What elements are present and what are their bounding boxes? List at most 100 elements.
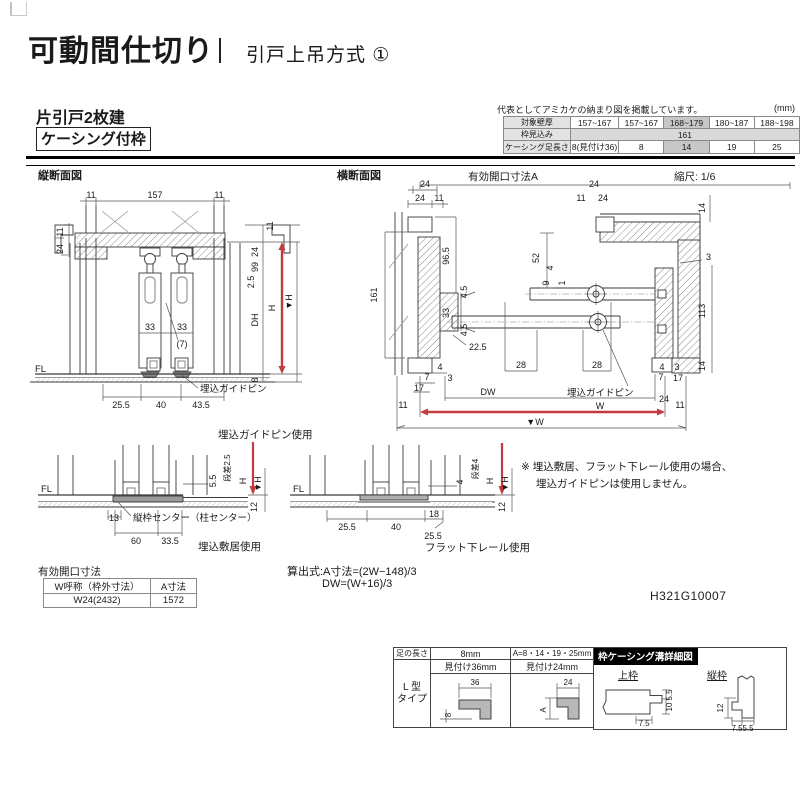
svg-text:33: 33 [177, 322, 187, 332]
svg-text:33: 33 [441, 308, 451, 318]
recessed-sill [112, 495, 184, 503]
svg-text:11: 11 [576, 193, 585, 203]
page-title: 可動間仕切り [28, 35, 214, 68]
svg-text:24: 24 [659, 394, 669, 404]
svg-text:24: 24 [415, 193, 425, 203]
svg-text:A: A [539, 707, 548, 713]
document-code: H321G10007 [650, 589, 727, 603]
svg-text:▼W: ▼W [526, 417, 544, 427]
l-profile-36-drawing: 36 8 [439, 678, 491, 723]
floor1-red-arrow [249, 442, 257, 495]
svg-text:3: 3 [706, 252, 711, 262]
cell: 180~187 [708, 116, 755, 129]
svg-text:12: 12 [497, 502, 507, 512]
svg-text:33.5: 33.5 [161, 536, 179, 546]
svg-text:28: 28 [592, 360, 602, 370]
cell: 8(見付け36) [569, 140, 620, 154]
cell: 157~167 [618, 116, 665, 129]
svg-text:10: 10 [665, 702, 674, 711]
cell: 19 [708, 140, 755, 154]
vertical-frame-label: 縦枠 [707, 671, 727, 682]
svg-text:14: 14 [697, 361, 707, 371]
hanger-rollers [139, 247, 193, 274]
note-line1: ※ 埋込敷居、フラット下レール使用の場合、 [521, 461, 733, 473]
table-row: 枠見込み 161 [503, 128, 800, 141]
cell-merged: 161 [569, 128, 800, 141]
page-subtitle: 引戸上吊方式 ① [246, 45, 391, 66]
col-header: A寸法 [150, 578, 197, 594]
cell: 25 [753, 140, 800, 154]
vsec-structure [30, 205, 291, 383]
floor2-texts: 4 段差4 H ▼H 12 FL 25.5 40 18 25.5 [293, 458, 510, 541]
svg-text:(7): (7) [177, 339, 188, 349]
svg-text:13: 13 [109, 513, 119, 523]
sub-header: 見付け36mm [430, 659, 511, 674]
svg-text:7: 7 [424, 372, 429, 382]
casing-leg-table: 足の長さ 8mm A=8・14・19・25mm L 型タイプ 見付け36mm 見… [393, 647, 594, 728]
scale-label: 縮尺: 1/6 [674, 171, 716, 183]
svg-text:24: 24 [563, 678, 572, 687]
horizontal-section-drawing: 161 24 24 11 96.5 4.5 33 4.5 22.5 52 4 9… [369, 179, 791, 431]
svg-text:4: 4 [545, 265, 555, 270]
floor1-dimensions [107, 468, 268, 536]
cell: 1572 [150, 593, 197, 608]
svg-text:FL: FL [293, 484, 304, 495]
svg-text:4: 4 [437, 362, 442, 372]
table-row: 足の長さ 8mm A=8・14・19・25mm [393, 647, 594, 660]
row-label: 枠見込み [503, 128, 571, 141]
svg-text:DH: DH [250, 314, 260, 327]
col-header: A=8・14・19・25mm [510, 647, 594, 660]
left-jamb [417, 236, 441, 359]
floor1-structure [38, 445, 248, 508]
wall-thickness-table: 対象壁厚 157~167 157~167 168~179 180~187 188… [503, 116, 800, 154]
svg-text:4: 4 [659, 362, 664, 372]
col-header: 8mm [430, 647, 511, 660]
row-label: L 型タイプ [393, 659, 431, 728]
profile-cell-36: 36 8 [430, 673, 511, 728]
svg-text:12: 12 [249, 502, 259, 512]
flat-rail-drawing: 4 段差4 H ▼H 12 FL 25.5 40 18 25.5 [290, 443, 515, 541]
title-divider [219, 38, 221, 63]
formula-line1: 算出式:A寸法=(2W−148)/3 [287, 566, 417, 578]
recessed-sill-caption: 埋込敷居使用 [198, 541, 261, 553]
svg-text:▼H: ▼H [253, 476, 263, 491]
table-row: 36 8 24 A [394, 673, 594, 728]
top-casing [407, 216, 433, 233]
svg-text:28: 28 [516, 360, 526, 370]
svg-text:▼H: ▼H [284, 294, 294, 309]
svg-text:H: H [238, 478, 248, 485]
svg-text:7.5: 7.5 [638, 719, 650, 728]
svg-text:3: 3 [674, 362, 679, 372]
guide-pin-top [585, 283, 607, 305]
svg-text:36: 36 [470, 678, 479, 687]
svg-text:5.5: 5.5 [208, 475, 218, 488]
svg-text:14: 14 [697, 203, 707, 213]
svg-text:H: H [485, 478, 495, 485]
svg-text:24: 24 [589, 179, 599, 189]
svg-text:H: H [267, 305, 277, 312]
svg-text:W: W [596, 401, 605, 411]
pocket-right-wall [677, 239, 701, 359]
vertical-frame-groove-drawing: 12 7.5 5.5 [716, 675, 755, 733]
spec-table-note: 代表としてアミカケの納まり図を掲載しています。 [497, 105, 703, 115]
svg-text:24: 24 [250, 247, 260, 257]
svg-text:段差4: 段差4 [470, 458, 480, 479]
svg-text:60: 60 [131, 536, 141, 546]
pocket-vertical-frame [654, 267, 674, 359]
svg-text:1: 1 [557, 280, 567, 285]
guide-pin-bottom [587, 311, 609, 333]
svg-text:24: 24 [55, 244, 65, 254]
vsec-h-arrow [278, 242, 286, 374]
col-header: W呼称（枠外寸法） [43, 578, 151, 594]
upper-frame-label: 上枠 [618, 671, 638, 682]
hsec-dim-texts: 161 24 24 11 96.5 4.5 33 4.5 22.5 52 4 9… [369, 179, 711, 427]
note-line2: 埋込ガイドピンは使用しません。 [536, 478, 694, 490]
svg-text:157: 157 [147, 190, 162, 200]
vsec-dimensions [55, 197, 302, 401]
centerlines [447, 293, 673, 323]
door-panel-2 [170, 272, 194, 369]
svg-text:11: 11 [55, 227, 65, 236]
cell: 188~198 [753, 116, 800, 129]
svg-text:11: 11 [214, 190, 223, 200]
pocket-top-wall [599, 221, 701, 243]
